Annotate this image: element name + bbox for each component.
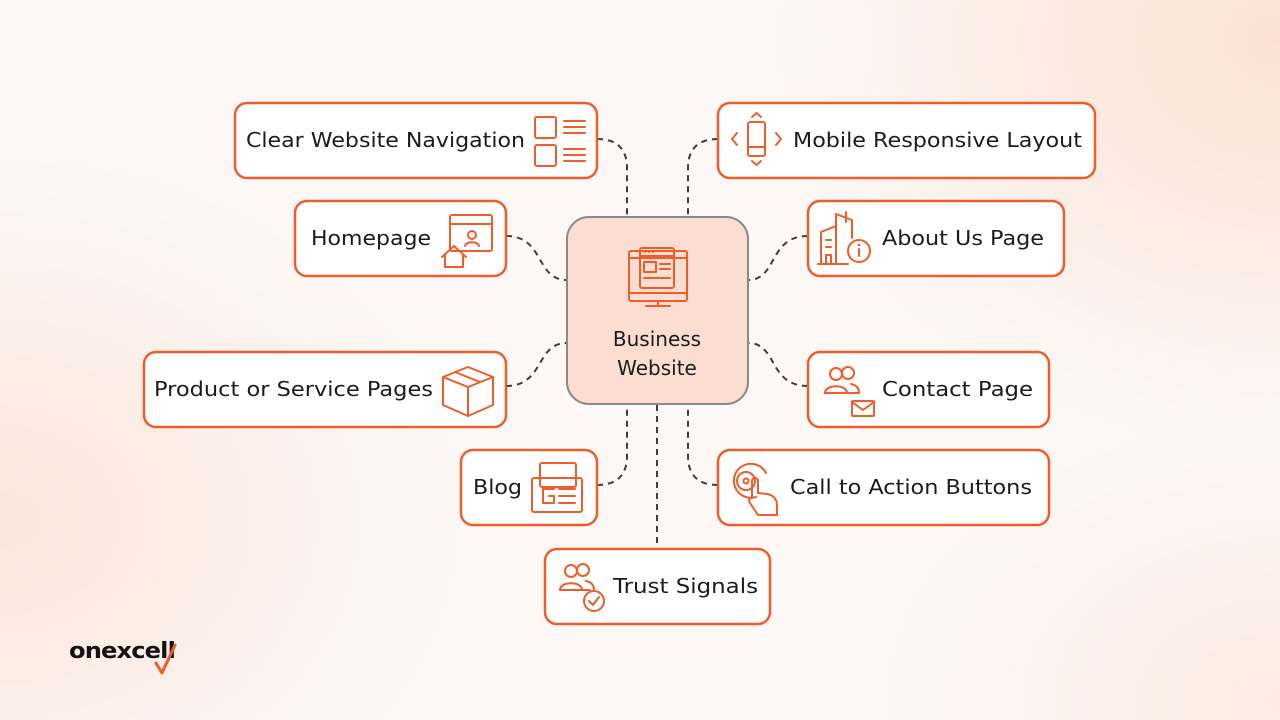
onexcell-logo: onexcell <box>69 639 177 675</box>
node-box <box>459 448 599 527</box>
center-title-line1: Business <box>613 327 701 351</box>
blog-news-icon <box>531 462 583 513</box>
node-contact-page: Contact Page <box>806 350 1051 429</box>
connector-blog <box>596 405 628 486</box>
node-call-to-action-buttons: Call to Action Buttons <box>716 448 1051 527</box>
center-node: Business Website <box>566 216 749 405</box>
connector-navigation <box>596 138 628 216</box>
product-box-icon <box>442 366 494 417</box>
node-box <box>233 101 599 180</box>
node-box <box>716 101 1097 180</box>
node-label: Mobile Responsive Layout <box>793 128 1082 152</box>
connector-contact <box>747 342 809 387</box>
node-label: About Us Page <box>882 226 1044 250</box>
mobile-responsive-icon <box>731 112 782 166</box>
connector-cta <box>687 405 719 486</box>
homepage-icon <box>441 214 493 268</box>
node-homepage: Homepage <box>293 199 508 278</box>
node-box <box>806 199 1066 278</box>
connector-about <box>747 235 809 281</box>
node-box <box>293 199 508 278</box>
trust-people-check-icon <box>559 563 605 612</box>
logo-checkmark-icon <box>154 643 177 675</box>
center-title-line2: Website <box>617 356 697 380</box>
node-box <box>806 350 1051 429</box>
node-about-us-page: About Us Page <box>806 199 1066 278</box>
connector-product <box>505 342 568 387</box>
contact-people-mail-icon <box>824 366 875 417</box>
connector-mobile <box>687 138 719 216</box>
website-monitor-icon <box>628 247 688 307</box>
node-label: Contact Page <box>882 377 1033 401</box>
node-label: Call to Action Buttons <box>790 475 1032 499</box>
node-label: Homepage <box>311 226 431 250</box>
connectors <box>505 138 809 549</box>
node-box <box>142 350 508 429</box>
node-box <box>716 448 1051 527</box>
center-node-box <box>566 216 749 405</box>
about-building-info-icon <box>817 211 871 265</box>
svg-text:onexcell: onexcell <box>69 639 175 664</box>
navigation-menu-icon <box>534 116 586 167</box>
node-label: Blog <box>473 475 522 499</box>
node-label: Trust Signals <box>612 574 758 598</box>
node-label: Product or Service Pages <box>154 377 433 401</box>
node-mobile-responsive-layout: Mobile Responsive Layout <box>716 101 1097 180</box>
node-clear-website-navigation: Clear Website Navigation <box>233 101 599 180</box>
connector-homepage <box>505 235 568 281</box>
node-trust-signals: Trust Signals <box>543 547 772 626</box>
node-box <box>543 547 772 626</box>
node-label: Clear Website Navigation <box>246 128 525 152</box>
node-blog: Blog <box>459 448 599 527</box>
node-product-or-service-pages: Product or Service Pages <box>142 350 508 429</box>
click-pointer-icon <box>732 462 778 516</box>
